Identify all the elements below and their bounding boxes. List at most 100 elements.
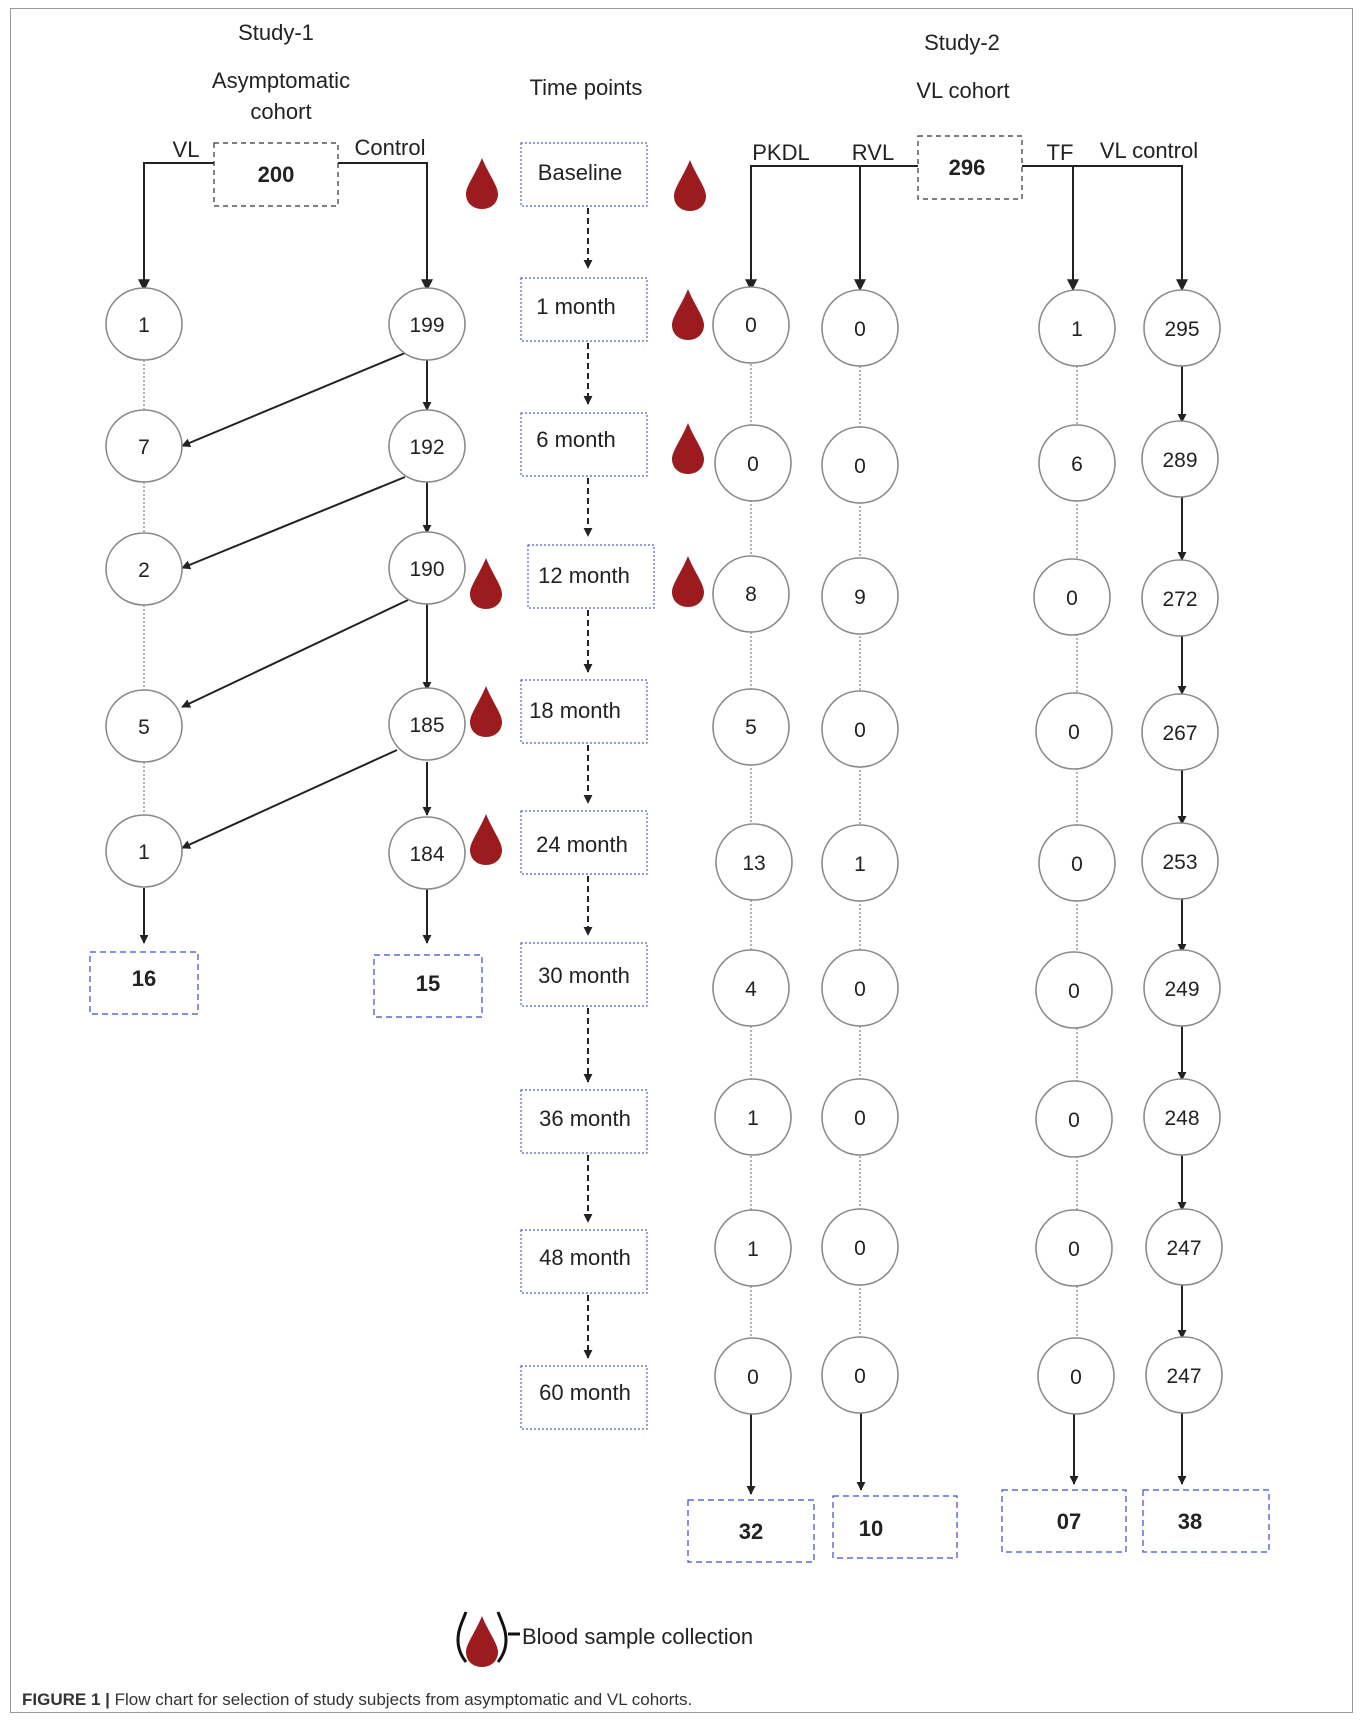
tf-nodes: 1 6 0 0 0 0 0 0 0 [1033,289,1116,1415]
rvl-node-value: 0 [854,1107,866,1130]
figure-caption: FIGURE 1 | Flow chart for selection of s… [22,1690,1322,1710]
tf-node-value: 0 [1070,1366,1082,1389]
pkdl-final-value: 32 [739,1519,763,1544]
rvl-node-value: 1 [854,853,866,876]
study1-control-nodes: 199 192 190 185 184 [388,287,466,890]
rvl-node-value: 0 [854,1365,866,1388]
vlcontrol-node-value: 289 [1162,449,1197,472]
timepoint-label: 36 month [539,1106,631,1131]
pkdl-branch-arrow [745,165,918,292]
rvl-node [821,949,899,1027]
rvl-node [821,1078,899,1156]
vlcontrol-node [1145,1208,1223,1286]
control-node-value: 192 [409,436,444,459]
legend-right-paren [496,1611,508,1663]
vlcontrol-node-value: 253 [1162,851,1197,874]
study1-title: Study-1 [238,20,314,45]
rvl-node [821,824,899,902]
study1-cohort-line2: cohort [250,99,311,124]
study2-group-label-vlcontrol: VL control [1100,138,1198,163]
blood-drop-icon [674,160,706,211]
study2-cohort: VL cohort [916,78,1009,103]
caption-text: Flow chart for selection of study subjec… [109,1690,693,1709]
control-final-value: 15 [416,971,440,996]
timepoint-box [520,942,648,1007]
vlcontrol-node [1141,420,1219,498]
control-final-box [373,954,483,1018]
rvl-node [821,1208,899,1286]
tf-node-value: 6 [1071,453,1083,476]
vl-node [105,814,183,888]
timepoint-label: 24 month [536,832,628,857]
vl-node [105,689,183,763]
vlcontrol-node-value: 248 [1164,1107,1199,1130]
vlcontrol-node [1141,822,1219,900]
pkdl-node-value: 0 [747,453,759,476]
pkdl-node-value: 8 [745,583,757,606]
timepoint-box [520,412,648,477]
study1-cohort-line1: Asymptomatic [212,68,350,93]
timepoint-box [520,679,648,744]
pkdl-node [714,1337,792,1415]
pkdl-node [712,688,790,766]
rvl-node-value: 0 [854,1237,866,1260]
study2-title: Study-2 [924,30,1000,55]
timepoint-boxes: Baseline 1 month 6 month 12 month 18 mon… [520,142,655,1430]
tf-node [1038,824,1116,902]
pkdl-nodes: 0 0 8 5 13 4 1 1 0 [712,286,793,1415]
legend-blood-drop-icon [466,1616,498,1667]
vl-node [105,532,183,606]
study1-total-box [213,142,339,207]
tf-node-value: 0 [1071,853,1083,876]
timepoint-box [520,1365,648,1430]
rvl-node-value: 0 [854,978,866,1001]
vlcontrol-node-value: 249 [1164,978,1199,1001]
rvl-node [821,289,899,367]
timepoint-label: 18 month [529,698,621,723]
rvl-nodes: 0 0 9 0 1 0 0 0 0 [821,289,899,1414]
control-node [388,409,466,483]
tf-node [1037,1337,1115,1415]
vl-node [105,409,183,483]
tf-node [1033,558,1111,636]
pkdl-node [715,823,793,901]
study1-vl-nodes: 1 7 2 5 1 [105,287,183,888]
tf-node [1035,1209,1113,1287]
vl-node-value: 7 [138,436,150,459]
pkdl-node-value: 4 [745,978,757,1001]
tf-node [1038,424,1116,502]
vlcontrol-branch-arrow [1022,165,1188,292]
timepoint-label: 60 month [539,1380,631,1405]
vl-node [105,287,183,361]
timepoint-label: 6 month [536,427,616,452]
rvl-node [821,426,899,504]
study1-control-branch-arrow [338,162,433,292]
pkdl-node [714,1078,792,1156]
timepoints-title: Time points [530,75,643,100]
tf-node-value: 0 [1068,1109,1080,1132]
pkdl-final-box [687,1499,815,1563]
tf-node-value: 1 [1071,318,1083,341]
tf-node-value: 0 [1068,1238,1080,1261]
pkdl-node-value: 0 [747,1366,759,1389]
study2-dotted-connectors [750,364,1078,1340]
pkdl-node [714,424,792,502]
tf-node-value: 0 [1068,980,1080,1003]
blood-drop-icon [470,686,502,737]
vlcontrol-node [1141,559,1219,637]
rvl-node [821,557,899,635]
vlcontrol-final-value: 38 [1178,1509,1202,1534]
timepoint-box [520,142,648,207]
vl-node-value: 1 [138,841,150,864]
study2-total: 296 [949,155,986,180]
pkdl-node-value: 1 [747,1238,759,1261]
vlcontrol-node [1143,289,1221,367]
pkdl-node [712,555,790,633]
timepoint-label: 12 month [538,563,630,588]
timepoint-box [520,1089,648,1154]
study2-group-label-rvl: RVL [852,140,894,165]
vlcontrol-node [1141,693,1219,771]
timepoint-box [520,1229,648,1294]
diagonal-arrow [181,476,406,570]
